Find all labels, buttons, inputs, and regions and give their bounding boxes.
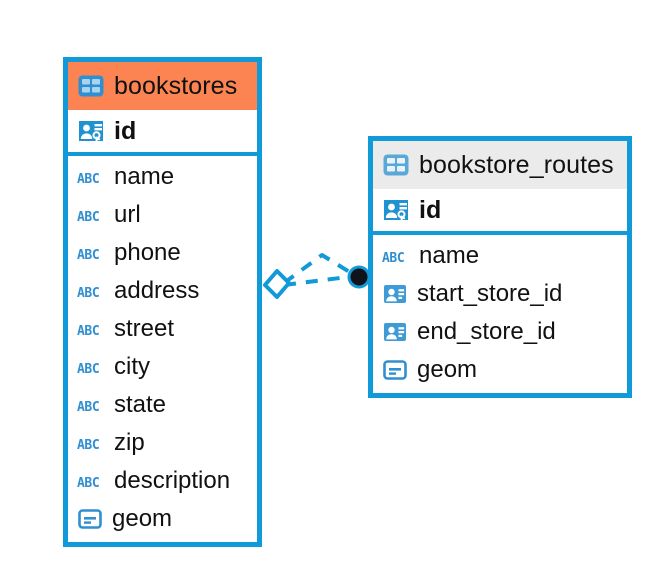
foreign-key-icon xyxy=(384,323,406,341)
field-row-geom[interactable]: geom xyxy=(68,500,257,538)
svg-text:ABC: ABC xyxy=(77,324,99,339)
field-label: street xyxy=(114,315,175,342)
primary-key-icon xyxy=(384,200,408,222)
field-row-street[interactable]: ABC street xyxy=(68,310,257,348)
geometry-icon xyxy=(78,509,102,529)
entity-header-bookstores[interactable]: bookstores xyxy=(68,62,257,110)
svg-text:ABC: ABC xyxy=(77,286,99,301)
abc-text-icon: ABC xyxy=(77,286,100,301)
field-label: geom xyxy=(112,505,173,532)
field-list-bookstore-routes: ABC name start_store_id xyxy=(373,235,627,393)
abc-text-icon: ABC xyxy=(77,438,100,453)
field-label: address xyxy=(114,277,200,304)
field-row-zip[interactable]: ABC zip xyxy=(68,424,257,462)
abc-text-icon: ABC xyxy=(77,400,100,415)
svg-text:ABC: ABC xyxy=(77,400,99,415)
abc-text-icon: ABC xyxy=(77,362,100,377)
field-label: phone xyxy=(114,239,181,266)
field-row-state[interactable]: ABC state xyxy=(68,386,257,424)
field-row-phone[interactable]: ABC phone xyxy=(68,234,257,272)
svg-text:ABC: ABC xyxy=(77,362,99,377)
field-label: city xyxy=(114,353,150,380)
svg-text:ABC: ABC xyxy=(77,210,99,225)
relationship-edges xyxy=(282,253,358,287)
field-label: description xyxy=(114,467,231,494)
svg-text:ABC: ABC xyxy=(77,476,99,491)
field-label-primary-key: id xyxy=(419,195,442,224)
abc-text-icon: ABC xyxy=(77,172,100,187)
primary-key-icon xyxy=(79,121,103,143)
field-label: name xyxy=(114,163,175,190)
entity-header-bookstore-routes[interactable]: bookstore_routes xyxy=(373,141,627,189)
entity-table-bookstore-routes[interactable]: bookstore_routes id ABC name xyxy=(368,136,632,398)
field-row-description[interactable]: ABC description xyxy=(68,462,257,500)
svg-text:ABC: ABC xyxy=(77,248,99,263)
abc-text-icon: ABC xyxy=(77,248,100,263)
abc-text-icon: ABC xyxy=(77,476,100,491)
table-icon xyxy=(383,154,409,176)
table-icon xyxy=(78,75,104,97)
field-row-end-store-id[interactable]: end_store_id xyxy=(373,313,627,351)
field-row-address[interactable]: ABC address xyxy=(68,272,257,310)
field-label: state xyxy=(114,391,167,418)
field-row-name[interactable]: ABC name xyxy=(373,237,627,275)
field-row-primary-key[interactable]: id xyxy=(373,189,627,235)
relationship-edge-lower xyxy=(283,274,357,287)
entity-title: bookstore_routes xyxy=(419,150,614,179)
dot-marker xyxy=(347,265,371,289)
abc-text-icon: ABC xyxy=(382,251,405,266)
field-label: url xyxy=(114,201,141,228)
svg-text:ABC: ABC xyxy=(77,172,99,187)
field-label: geom xyxy=(417,356,478,383)
svg-text:ABC: ABC xyxy=(77,438,99,453)
field-row-url[interactable]: ABC url xyxy=(68,196,257,234)
field-list-bookstores: ABC name ABC url ABC phone ABC xyxy=(68,156,257,542)
field-label: end_store_id xyxy=(417,318,556,345)
abc-text-icon: ABC xyxy=(77,210,100,225)
foreign-key-icon xyxy=(384,285,406,303)
geometry-icon xyxy=(383,360,407,380)
field-label: zip xyxy=(114,429,145,456)
field-row-primary-key[interactable]: id xyxy=(68,110,257,156)
field-label: name xyxy=(419,242,480,269)
entity-table-bookstores[interactable]: bookstores id ABC name xyxy=(63,57,262,547)
field-row-city[interactable]: ABC city xyxy=(68,348,257,386)
field-label: start_store_id xyxy=(417,280,563,307)
field-label-primary-key: id xyxy=(114,116,137,145)
diamond-marker xyxy=(263,269,291,299)
field-row-start-store-id[interactable]: start_store_id xyxy=(373,275,627,313)
abc-text-icon: ABC xyxy=(77,324,100,339)
field-row-name[interactable]: ABC name xyxy=(68,158,257,196)
svg-text:ABC: ABC xyxy=(382,251,404,266)
entity-title: bookstores xyxy=(114,71,238,100)
relationship-edge-upper xyxy=(282,253,358,285)
field-row-geom[interactable]: geom xyxy=(373,351,627,389)
